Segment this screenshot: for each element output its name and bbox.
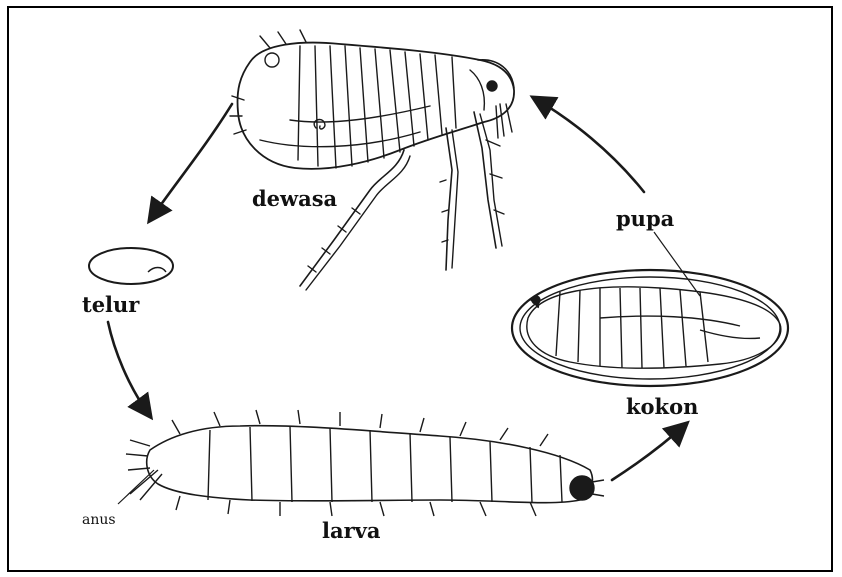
- arrow-adult-to-egg: [150, 104, 232, 220]
- larva-illustration: [118, 410, 604, 516]
- arrow-larva-to-cocoon: [612, 424, 686, 480]
- arrow-cocoon-to-adult: [534, 98, 644, 192]
- arrow-egg-to-larva: [108, 322, 150, 416]
- label-larva: larva: [322, 518, 380, 543]
- cocoon-illustration: [512, 232, 788, 386]
- label-pupa: pupa: [616, 206, 674, 231]
- adult-flea-illustration: [230, 30, 514, 290]
- label-adult: dewasa: [252, 186, 337, 211]
- label-egg: telur: [82, 292, 139, 317]
- label-anus: anus: [82, 512, 116, 528]
- egg-illustration: [89, 248, 173, 284]
- label-cocoon: kokon: [626, 394, 698, 419]
